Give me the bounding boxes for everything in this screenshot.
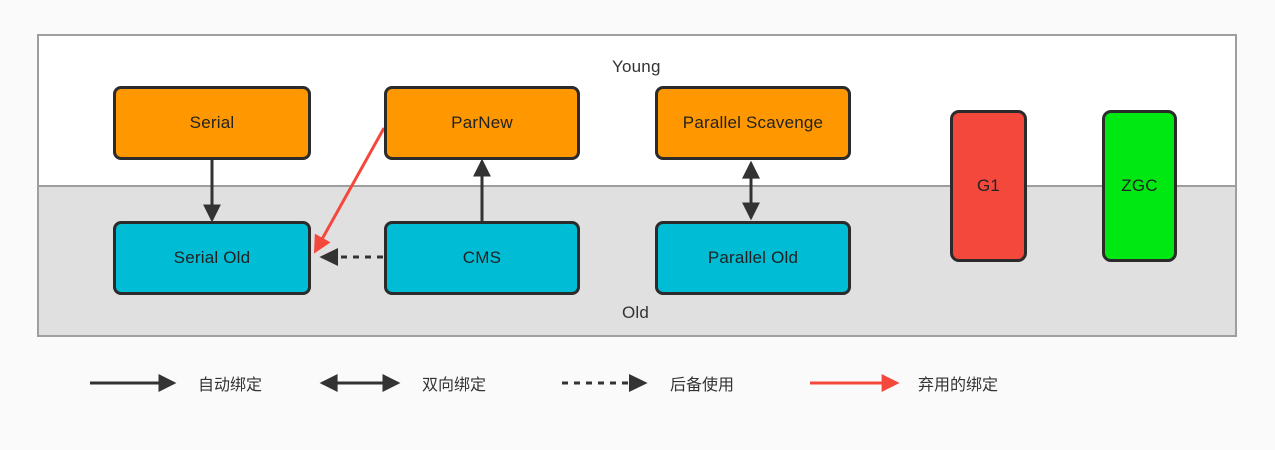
- legend-label-deprecated: 弃用的绑定: [918, 377, 999, 394]
- legend-label-bidi: 双向绑定: [422, 377, 487, 394]
- arrow-right-dotted-icon: [562, 374, 648, 392]
- generation-container: Young Old: [37, 34, 1237, 337]
- gc-box-serial-old-label: Serial Old: [173, 248, 251, 267]
- gc-box-zgc[interactable]: ZGC: [1102, 110, 1177, 262]
- arrow-both-solid-icon: [319, 374, 401, 392]
- legend-item-bidi: 双向绑定: [312, 368, 486, 398]
- gc-box-g1-label: G1: [976, 176, 1001, 195]
- legend-item-auto: 自动绑定: [88, 368, 262, 398]
- gc-box-cms-label: CMS: [462, 248, 502, 267]
- gc-box-serial-label: Serial: [189, 113, 235, 132]
- legend-item-fallback: 后备使用: [560, 368, 734, 398]
- gc-box-parallel-old[interactable]: Parallel Old: [655, 221, 851, 295]
- gc-box-g1[interactable]: G1: [950, 110, 1027, 262]
- legend-label-auto: 自动绑定: [198, 377, 263, 394]
- gc-box-serial[interactable]: Serial: [113, 86, 311, 160]
- arrow-right-solid-icon: [90, 374, 177, 392]
- gc-box-cms[interactable]: CMS: [384, 221, 580, 295]
- gc-box-parnew[interactable]: ParNew: [384, 86, 580, 160]
- legend: 自动绑定 双向绑定 后备使用: [0, 358, 1275, 418]
- arrow-right-red-icon: [810, 374, 900, 392]
- gc-box-parallel-scavenge[interactable]: Parallel Scavenge: [655, 86, 851, 160]
- legend-item-deprecated: 弃用的绑定: [808, 368, 998, 398]
- gc-box-serial-old[interactable]: Serial Old: [113, 221, 311, 295]
- gc-box-parnew-label: ParNew: [451, 113, 513, 132]
- gc-box-zgc-label: ZGC: [1121, 176, 1158, 195]
- legend-label-fallback: 后备使用: [670, 377, 735, 394]
- gc-box-parallel-scavenge-label: Parallel Scavenge: [682, 113, 824, 132]
- young-region-label: Young: [612, 57, 661, 76]
- old-region-label: Old: [622, 303, 650, 322]
- gc-box-parallel-old-label: Parallel Old: [707, 248, 799, 267]
